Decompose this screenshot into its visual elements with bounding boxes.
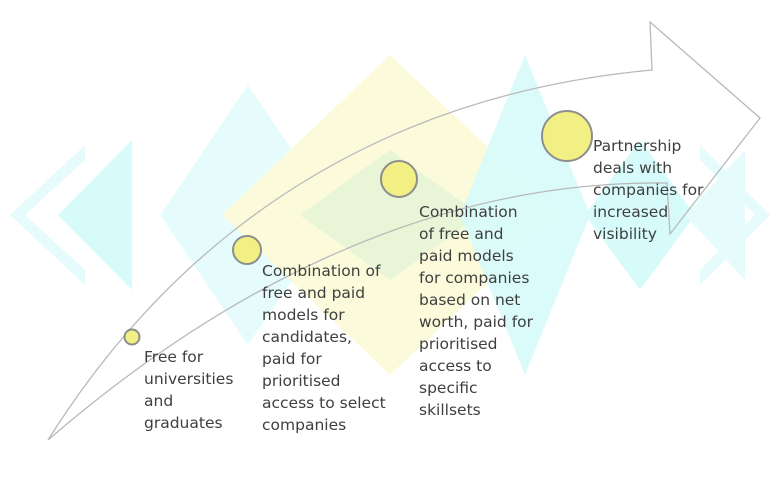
- stage-4-line: increased: [593, 203, 669, 221]
- stage-1-description: Free for universities and graduates: [144, 346, 233, 434]
- stage-2-line: access to select: [262, 394, 386, 412]
- background-decoration: [10, 55, 770, 375]
- stage-2-line: Combination of: [262, 262, 381, 280]
- stage-2-line: paid for: [262, 350, 322, 368]
- stage-3-line: skillsets: [419, 401, 481, 419]
- stage-2-line: companies: [262, 416, 347, 434]
- deco-left-outer-chevron: [10, 145, 85, 285]
- stage-3-line: specific: [419, 379, 478, 397]
- stage-2-line: models for: [262, 306, 345, 324]
- stage-1-line: Free for: [144, 348, 204, 366]
- stage-1-line: and: [144, 392, 174, 410]
- stage-4-marker: [541, 110, 593, 162]
- stage-3-line: prioritised: [419, 335, 498, 353]
- deco-right-outer-chevron: [700, 145, 770, 285]
- stage-3-description: Combination of free and paid models for …: [419, 201, 533, 421]
- deco-cyan-diamond-c: [585, 140, 695, 290]
- stage-1-marker: [123, 328, 141, 346]
- stage-3-line: access to: [419, 357, 492, 375]
- stage-4-line: Partnership: [593, 137, 682, 155]
- stage-3-marker: [380, 160, 418, 198]
- growth-arrow-outline: [47, 20, 761, 441]
- stage-3-line: Combination: [419, 203, 518, 221]
- stage-4-line: companies for: [593, 181, 704, 199]
- stage-4-description: Partnership deals with companies for inc…: [593, 135, 703, 245]
- stage-3-line: paid models: [419, 247, 514, 265]
- stage-3-line: for companies: [419, 269, 530, 287]
- stage-4-line: visibility: [593, 225, 657, 243]
- stage-3-line: of free and: [419, 225, 504, 243]
- stage-1-line: graduates: [144, 414, 223, 432]
- stage-2-description: Combination of free and paid models for …: [262, 260, 386, 436]
- stage-2-line: free and paid: [262, 284, 366, 302]
- stage-2-line: candidates,: [262, 328, 352, 346]
- stage-3-line: worth, paid for: [419, 313, 534, 331]
- stage-2-line: prioritised: [262, 372, 341, 390]
- stage-3-line: based on net: [419, 291, 521, 309]
- stage-1-line: universities: [144, 370, 234, 388]
- deco-green-diamond: [300, 150, 480, 280]
- deco-left-diamond: [58, 140, 132, 290]
- stage-2-marker: [232, 235, 262, 265]
- stage-4-line: deals with: [593, 159, 673, 177]
